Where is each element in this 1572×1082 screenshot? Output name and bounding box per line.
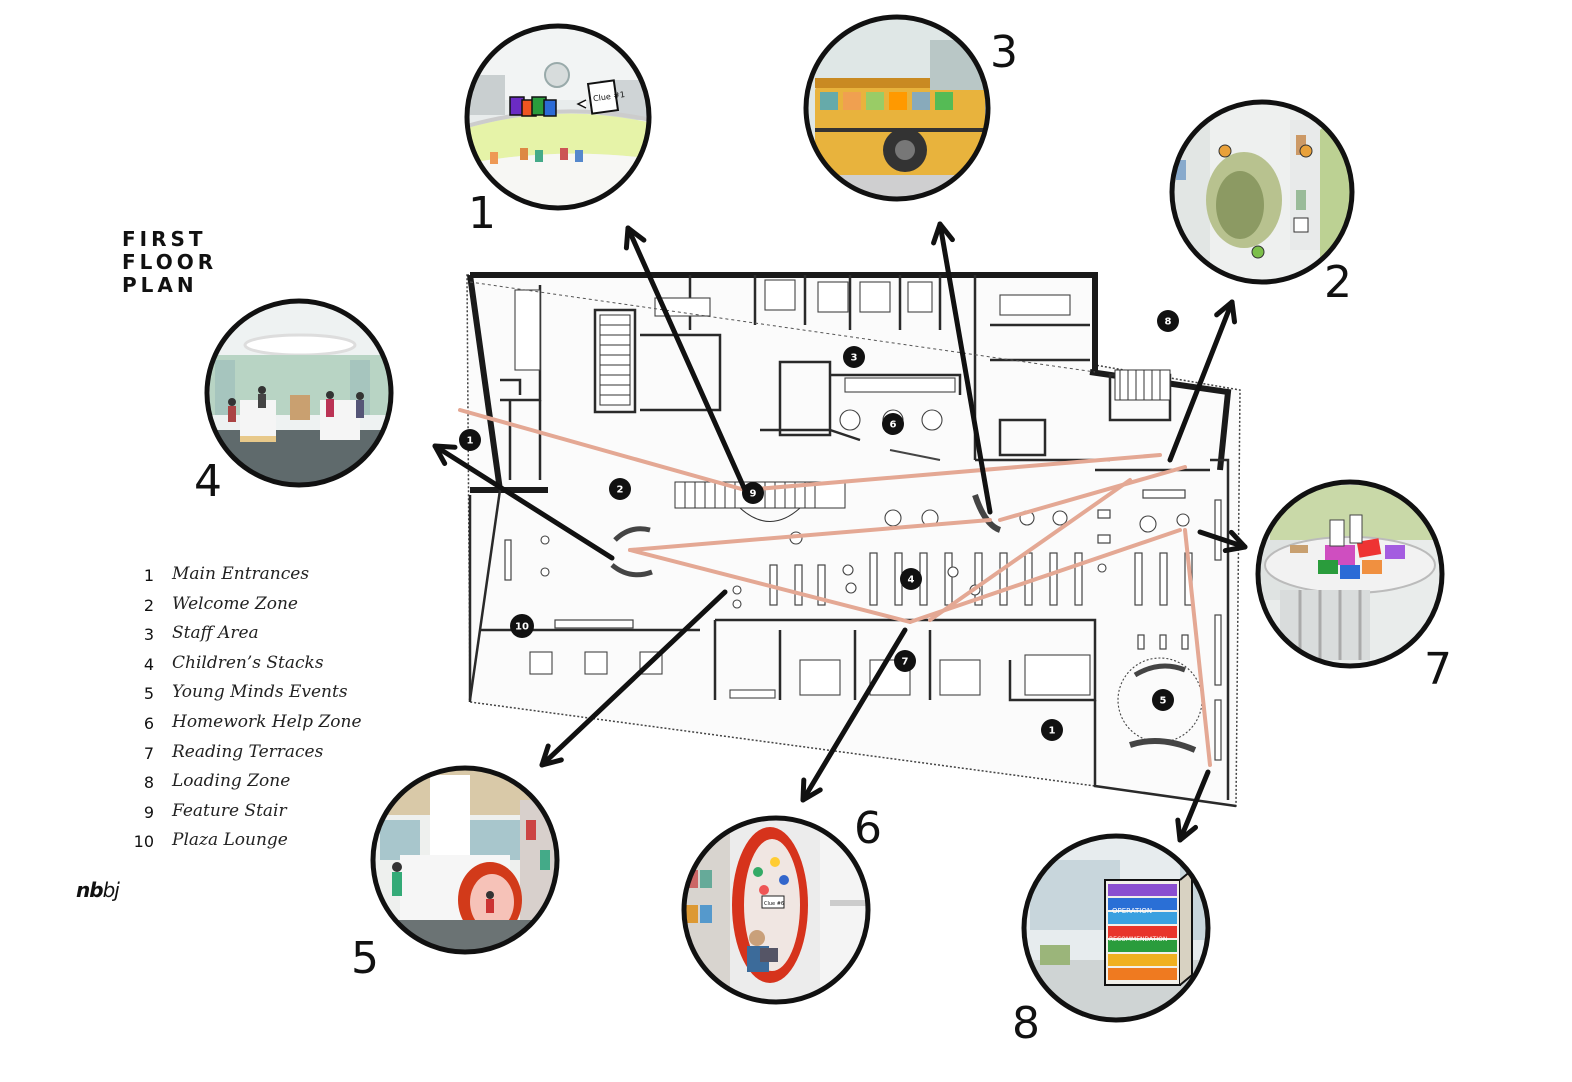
brand-bold: nb [76, 878, 104, 902]
plan-badge: 1 [459, 429, 481, 451]
pointer-arrow [432, 443, 615, 561]
photo-number: 7 [1424, 644, 1452, 695]
photo-number: 2 [1324, 257, 1352, 308]
legend-label: Homework Help Zone [172, 711, 362, 732]
legend-number: 7 [143, 743, 154, 763]
title-line-1: FIRST [122, 227, 207, 251]
photo-8-book-cabinet: OPERATION RECOMMENDATION [1021, 833, 1211, 1023]
plan-badge-label: 8 [1165, 317, 1172, 328]
plan-badge: 9 [742, 482, 764, 504]
title-line-2: FLOOR [122, 250, 218, 274]
plan-badge: 3 [843, 346, 865, 368]
plan-badge-label: 1 [1049, 726, 1056, 737]
photo-8-sign-line-1: OPERATION [1112, 907, 1152, 915]
legend-label: Feature Stair [172, 800, 287, 821]
plan-badge-label: 9 [750, 489, 757, 500]
pointer-arrow [623, 225, 748, 493]
legend-number: 4 [143, 654, 154, 674]
pointer-arrow [800, 627, 908, 803]
shelf-rows [504, 489, 1222, 761]
legend-label: Staff Area [172, 623, 259, 644]
plan-badge-label: 3 [851, 353, 858, 364]
plan-badge: 10 [510, 614, 534, 638]
feature-stair-drawing [599, 314, 1171, 522]
plan-badge: 6 [882, 413, 904, 435]
plan-title: FIRST FLOOR PLAN [122, 228, 217, 297]
photo-7-reading-table [1255, 479, 1445, 669]
photo-3-bus-shelving [803, 14, 991, 202]
legend-label: Welcome Zone [172, 593, 298, 614]
photo-6-reading-porthole: Clue #6 [681, 815, 871, 1005]
photo-8-sign-line-2: RECOMMENDATION [1109, 936, 1167, 943]
plan-badge-label: 6 [890, 420, 897, 431]
brand-light: bj [102, 878, 120, 902]
legend-number: 5 [143, 684, 154, 704]
floor-plan [458, 272, 1241, 808]
plan-number-badges: 1 2 3 6 9 4 10 7 5 1 8 [459, 310, 1179, 741]
photo-1-sign-text: Clue #1 [593, 90, 626, 103]
photo-number: 6 [854, 803, 882, 854]
circulation-paths [458, 408, 1212, 767]
plan-badge: 5 [1152, 689, 1174, 711]
legend-label: Plaza Lounge [172, 830, 288, 851]
photo-numbers: 1 2 3 4 5 6 7 8 [194, 27, 1452, 1049]
photo-number: 1 [468, 188, 496, 239]
photo-number: 5 [351, 933, 379, 984]
legend-number: 10 [133, 832, 154, 852]
plan-badge-label: 1 [467, 436, 474, 447]
photo-number: 8 [1012, 998, 1040, 1049]
plan-badge: 7 [894, 650, 916, 672]
plan-badge: 2 [609, 478, 631, 500]
furniture [514, 279, 1203, 753]
photo-number: 3 [990, 27, 1018, 78]
plan-badge-label: 2 [617, 485, 624, 496]
legend-label: Main Entrances [172, 564, 310, 584]
title-line-3: PLAN [122, 273, 198, 297]
plan-badge: 1 [1041, 719, 1063, 741]
plan-badge-label: 4 [908, 575, 915, 586]
legend-number: 1 [143, 566, 154, 585]
pointer-arrow [1167, 299, 1238, 463]
pointer-arrow [1197, 529, 1248, 554]
pointer-arrow [1175, 769, 1211, 843]
legend-number: 2 [143, 595, 154, 615]
plan-badge-label: 7 [902, 657, 909, 668]
brand-logo: nbbj [76, 878, 120, 902]
photo-number: 4 [194, 456, 222, 507]
plan-badge-label: 10 [515, 622, 529, 633]
plan-badge: 8 [1157, 310, 1179, 332]
plan-badge-label: 5 [1160, 696, 1167, 707]
photo-5-tunnel [370, 765, 560, 955]
pointer-arrow [931, 221, 993, 515]
legend-label: Children’s Stacks [172, 652, 324, 673]
legend-label: Reading Terraces [172, 741, 324, 762]
photo-4-childrens-stacks [204, 298, 394, 488]
pointer-arrow [539, 589, 728, 768]
pointer-arrows [432, 221, 1248, 843]
legend-number: 8 [143, 773, 154, 793]
legend-number: 3 [143, 625, 154, 645]
legend-label: Loading Zone [172, 771, 291, 792]
legend-number: 6 [143, 713, 154, 733]
legend-number: 9 [143, 802, 154, 822]
legend-label: Young Minds Events [172, 682, 348, 703]
plan-badge: 4 [900, 568, 922, 590]
photo-6-sign-text: Clue #6 [764, 901, 784, 907]
